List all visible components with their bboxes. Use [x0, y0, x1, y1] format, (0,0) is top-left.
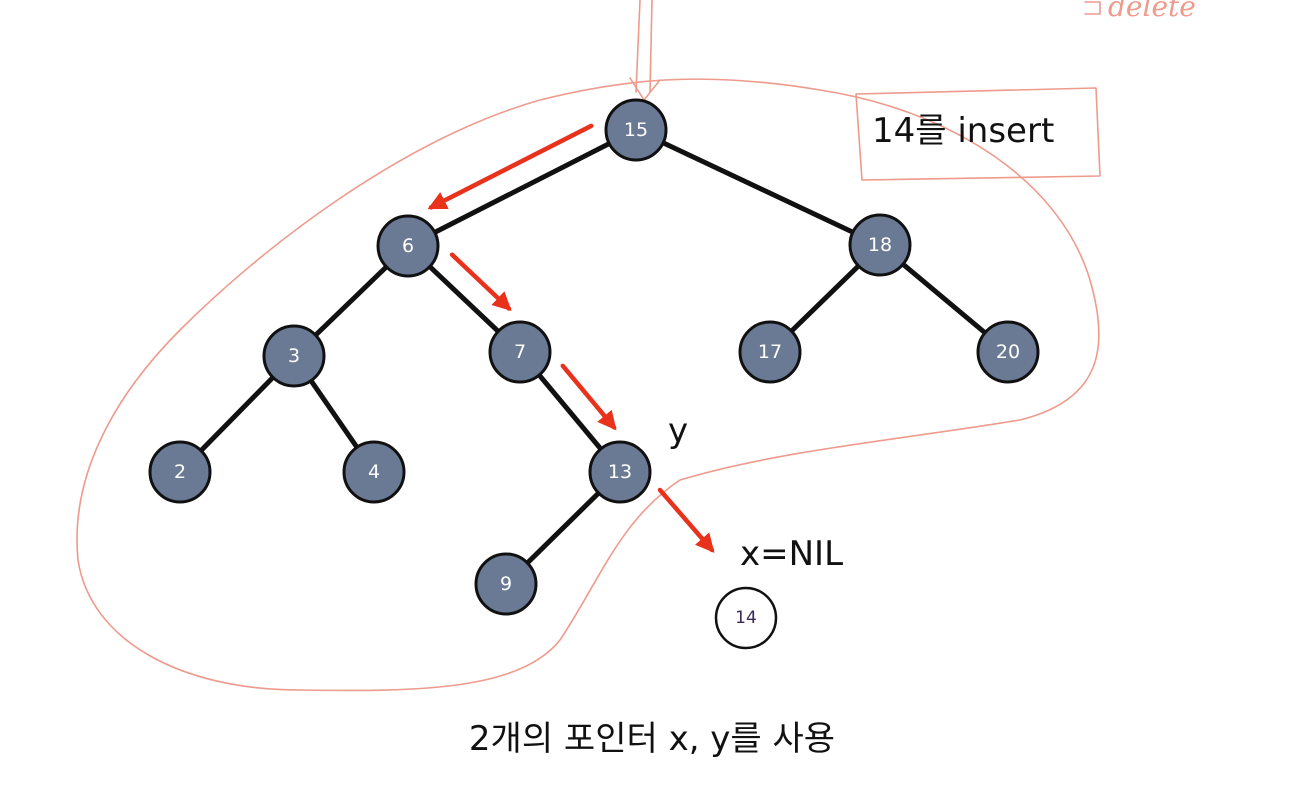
tree-nodes: 15 6 18 3 7 17 20 2 4 13 9: [148, 98, 1040, 616]
node-20: 20: [976, 320, 1040, 384]
pointer-y-label: y: [668, 411, 688, 451]
node-13: 13: [588, 440, 652, 504]
node-15: 15: [604, 98, 668, 162]
insert-title: 14를 insert: [872, 111, 1054, 151]
search-path-arrows: [427, 123, 715, 553]
node-label-20: 20: [996, 341, 1020, 363]
node-circle-6: [376, 214, 440, 278]
node-label-3: 3: [288, 345, 300, 367]
node-label-18: 18: [868, 234, 892, 256]
node-circle-4: [342, 440, 406, 504]
node-9: 9: [474, 552, 538, 616]
node-2: 2: [148, 440, 212, 504]
arrow-7-13: [560, 363, 617, 431]
sketch-outline: [76, 78, 1100, 692]
new-node-circle: [714, 586, 778, 650]
node-label-17: 17: [758, 341, 782, 363]
node-label-15: 15: [624, 119, 648, 141]
new-node: 14: [714, 586, 778, 650]
node-label-4: 4: [368, 461, 380, 483]
arrow-15-6: [427, 123, 594, 210]
node-18: 18: [848, 213, 912, 277]
node-6: 6: [376, 214, 440, 278]
node-circle-15: [604, 98, 668, 162]
node-label-7: 7: [514, 341, 526, 363]
node-circle-2: [148, 440, 212, 504]
node-circle-9: [474, 552, 538, 616]
edge-15-6: [405, 127, 639, 249]
pointer-x-label: x=NIL: [740, 534, 843, 574]
node-circle-13: [588, 440, 652, 504]
node-label-13: 13: [608, 461, 632, 483]
node-17: 17: [738, 320, 802, 384]
sketch-small-box: [1084, 1, 1101, 15]
node-circle-7: [488, 320, 552, 384]
arrow-6-7: [449, 252, 512, 312]
node-label-9: 9: [500, 573, 512, 595]
node-circle-17: [738, 320, 802, 384]
node-circle-3: [262, 324, 326, 388]
sketch-inlet-line: [629, 0, 661, 101]
caption: 2개의 포인터 x, y를 사용: [469, 719, 835, 759]
node-label-6: 6: [402, 235, 414, 257]
edge-15-18: [633, 127, 883, 248]
node-circle-20: [976, 320, 1040, 384]
new-node-label: 14: [735, 608, 757, 628]
node-7: 7: [488, 320, 552, 384]
node-4: 4: [342, 440, 406, 504]
node-circle-18: [848, 213, 912, 277]
node-label-2: 2: [174, 461, 186, 483]
sketch-annotations: delete: [76, 0, 1196, 692]
handwritten-note: delete: [1108, 0, 1196, 23]
node-3: 3: [262, 324, 326, 388]
arrow-13-nil: [657, 487, 715, 553]
sketch-text-box: [855, 87, 1101, 181]
